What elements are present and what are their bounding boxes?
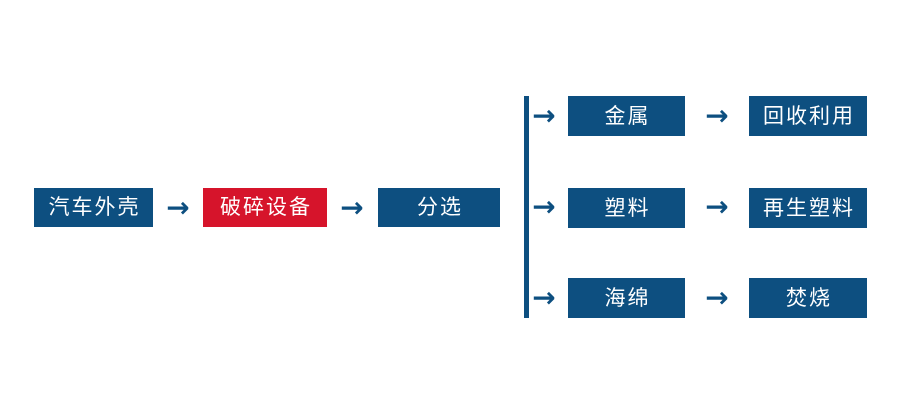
- node-material-metal[interactable]: 金属: [568, 96, 685, 136]
- arrow-right-icon-branch-3-out: →: [705, 281, 729, 314]
- arrow-right-icon-branch-1-out: →: [705, 99, 729, 132]
- branch-trunk-line: [524, 96, 529, 318]
- node-car-shell[interactable]: 汽车外壳: [34, 188, 153, 227]
- arrow-right-icon-branch-2-out: →: [705, 190, 729, 223]
- node-material-plastic[interactable]: 塑料: [568, 188, 685, 228]
- arrow-right-icon-branch-3: →: [532, 281, 556, 314]
- node-material-sponge[interactable]: 海绵: [568, 278, 685, 318]
- node-destination-regenerated-plastic[interactable]: 再生塑料: [749, 188, 867, 228]
- node-destination-incineration[interactable]: 焚烧: [749, 278, 867, 318]
- node-destination-recycle[interactable]: 回收利用: [749, 96, 867, 136]
- arrow-right-icon-branch-1: →: [532, 99, 556, 132]
- arrow-right-icon-chain-2: →: [340, 191, 364, 224]
- arrow-right-icon-branch-2: →: [532, 190, 556, 223]
- node-sorting[interactable]: 分选: [378, 188, 500, 227]
- node-crushing-equipment[interactable]: 破碎设备: [203, 188, 327, 227]
- arrow-right-icon-chain-1: →: [166, 191, 190, 224]
